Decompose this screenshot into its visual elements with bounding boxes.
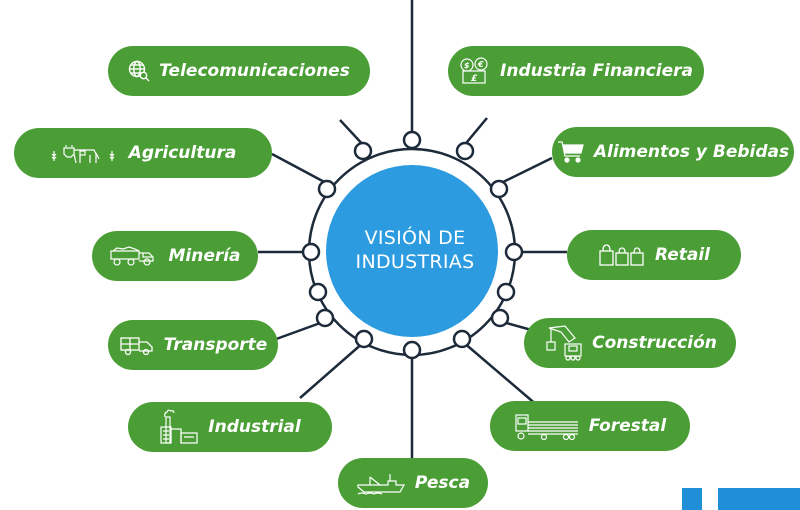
factory-icon — [159, 409, 199, 445]
ring-node — [315, 308, 335, 328]
pill-industria-financiera[interactable]: $ € £ Industria Financiera — [448, 46, 704, 96]
pill-label: Agricultura — [128, 143, 237, 163]
ring-node — [301, 242, 321, 262]
crane-icon — [543, 324, 583, 362]
spoke — [299, 341, 365, 399]
corner-block-small — [682, 488, 702, 510]
shopping-cart-icon — [557, 139, 585, 165]
spoke — [462, 341, 539, 407]
shopping-bags-icon — [598, 243, 646, 267]
pill-label: Construcción — [592, 333, 717, 353]
globe-search-icon — [128, 60, 150, 82]
pill-industrial[interactable]: Industrial — [128, 402, 332, 452]
ring-node — [354, 329, 374, 349]
pill-label: Alimentos y Bebidas — [593, 142, 790, 162]
pill-alimentos-y-bebidas[interactable]: Alimentos y Bebidas — [552, 127, 794, 177]
ring-node — [317, 179, 337, 199]
pill-mineria[interactable]: Minería — [92, 231, 258, 281]
cow-icon — [50, 141, 120, 165]
center-circle — [326, 165, 498, 337]
pill-agricultura[interactable]: Agricultura — [14, 128, 272, 178]
corner-block-large — [718, 488, 800, 510]
ring-node — [504, 242, 524, 262]
ring-node — [308, 282, 328, 302]
truck-icon — [119, 334, 155, 356]
currency-icon: $ € £ — [459, 57, 491, 85]
log-truck-icon — [514, 411, 580, 441]
svg-text:$: $ — [464, 61, 470, 70]
ring-node — [402, 130, 422, 150]
pill-label: Minería — [168, 246, 241, 266]
center-label-line2: INDUSTRIAS — [355, 251, 475, 273]
ring-node — [452, 329, 472, 349]
pill-forestal[interactable]: Forestal — [490, 401, 690, 451]
pill-label: Industria Financiera — [500, 61, 693, 81]
ring-node — [353, 141, 373, 161]
pill-retail[interactable]: Retail — [567, 230, 741, 280]
svg-text:£: £ — [471, 74, 478, 84]
boat-icon — [356, 471, 406, 495]
ring-node — [490, 308, 510, 328]
center-label: VISIÓN DE INDUSTRIAS — [325, 200, 505, 300]
pill-construccion[interactable]: Construcción — [524, 318, 736, 368]
pill-telecomunicaciones[interactable]: Telecomunicaciones — [108, 46, 370, 96]
pill-transporte[interactable]: Transporte — [108, 320, 278, 370]
ring-node — [489, 179, 509, 199]
pill-label: Retail — [654, 245, 711, 265]
ring-node — [402, 340, 422, 360]
pill-label: Industrial — [208, 417, 301, 437]
svg-text:€: € — [477, 60, 484, 69]
spoke — [496, 156, 553, 187]
pill-label: Forestal — [588, 416, 667, 436]
pill-label: Telecomunicaciones — [159, 61, 350, 81]
pill-label: Transporte — [163, 335, 268, 355]
mining-truck-icon — [109, 245, 159, 267]
center-label-line1: VISIÓN DE — [364, 227, 466, 249]
ring-node — [455, 141, 475, 161]
ring-node — [496, 282, 516, 302]
spoke — [271, 152, 331, 187]
pill-pesca[interactable]: Pesca — [338, 458, 488, 508]
pill-label: Pesca — [414, 473, 471, 493]
